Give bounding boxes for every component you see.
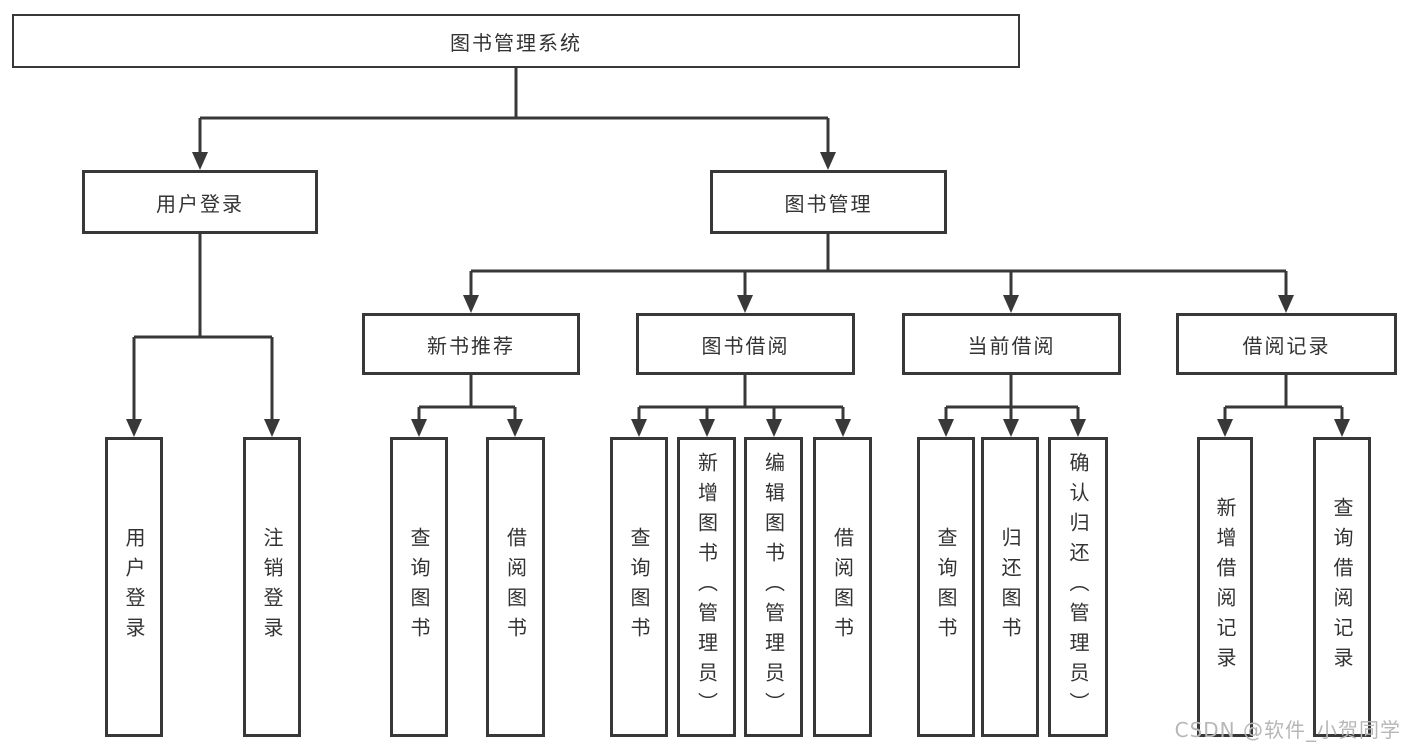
csdn-watermark: CSDN @软件_小贺同学	[1174, 718, 1401, 742]
arrowhead	[1278, 295, 1294, 313]
leaf-confirm-return-admin: 确认归还（管理员）	[1048, 437, 1108, 737]
connector-book-management-to-level3	[469, 234, 1288, 295]
leaf-add-book-admin: 新增图书（管理员）	[677, 437, 736, 737]
arrowhead	[1334, 419, 1350, 437]
node-current-borrow: 当前借阅	[902, 313, 1121, 375]
arrowhead	[411, 419, 427, 437]
connector-user-login-to-leaves	[132, 234, 274, 419]
node-library-management-system: 图书管理系统	[12, 14, 1020, 68]
connector-new-book-to-leaves	[417, 375, 517, 419]
arrowhead	[507, 419, 523, 437]
connector-current-borrow-to-leaves	[944, 375, 1080, 419]
arrowhead	[1003, 295, 1019, 313]
leaf-newbook-borrow-books: 借阅图书	[486, 437, 545, 737]
connector-book-borrow-to-leaves	[637, 375, 845, 419]
arrowhead	[938, 419, 954, 437]
arrowhead	[264, 419, 280, 437]
leaf-borrow-query-books: 查询图书	[610, 437, 668, 737]
leaf-add-borrow-record: 新增借阅记录	[1197, 437, 1253, 737]
leaf-user-login: 用户登录	[105, 437, 163, 737]
leaf-return-books: 归还图书	[981, 437, 1039, 737]
connector-root-to-level2	[198, 68, 830, 152]
arrowhead	[699, 419, 715, 437]
node-new-book-recommend: 新书推荐	[362, 313, 580, 375]
arrowhead	[463, 295, 479, 313]
node-book-management: 图书管理	[710, 170, 947, 234]
leaf-current-query-books: 查询图书	[917, 437, 975, 737]
arrowhead	[631, 419, 647, 437]
arrowhead	[835, 419, 851, 437]
node-borrow-records: 借阅记录	[1176, 313, 1397, 375]
leaf-query-borrow-record: 查询借阅记录	[1313, 437, 1371, 737]
leaf-newbook-query-books: 查询图书	[390, 437, 448, 737]
connector-borrow-records-to-leaves	[1223, 375, 1344, 419]
arrowhead	[192, 152, 208, 170]
arrowhead	[1070, 419, 1086, 437]
arrowhead	[1217, 419, 1233, 437]
arrowhead	[126, 419, 142, 437]
leaf-edit-book-admin: 编辑图书（管理员）	[744, 437, 803, 737]
arrowhead	[820, 152, 836, 170]
arrowhead	[1003, 419, 1019, 437]
node-book-borrow: 图书借阅	[636, 313, 855, 375]
node-user-login: 用户登录	[82, 170, 318, 234]
arrowhead	[766, 419, 782, 437]
leaf-borrow-borrow-books: 借阅图书	[813, 437, 872, 737]
leaf-logout: 注销登录	[243, 437, 301, 737]
arrowhead	[737, 295, 753, 313]
